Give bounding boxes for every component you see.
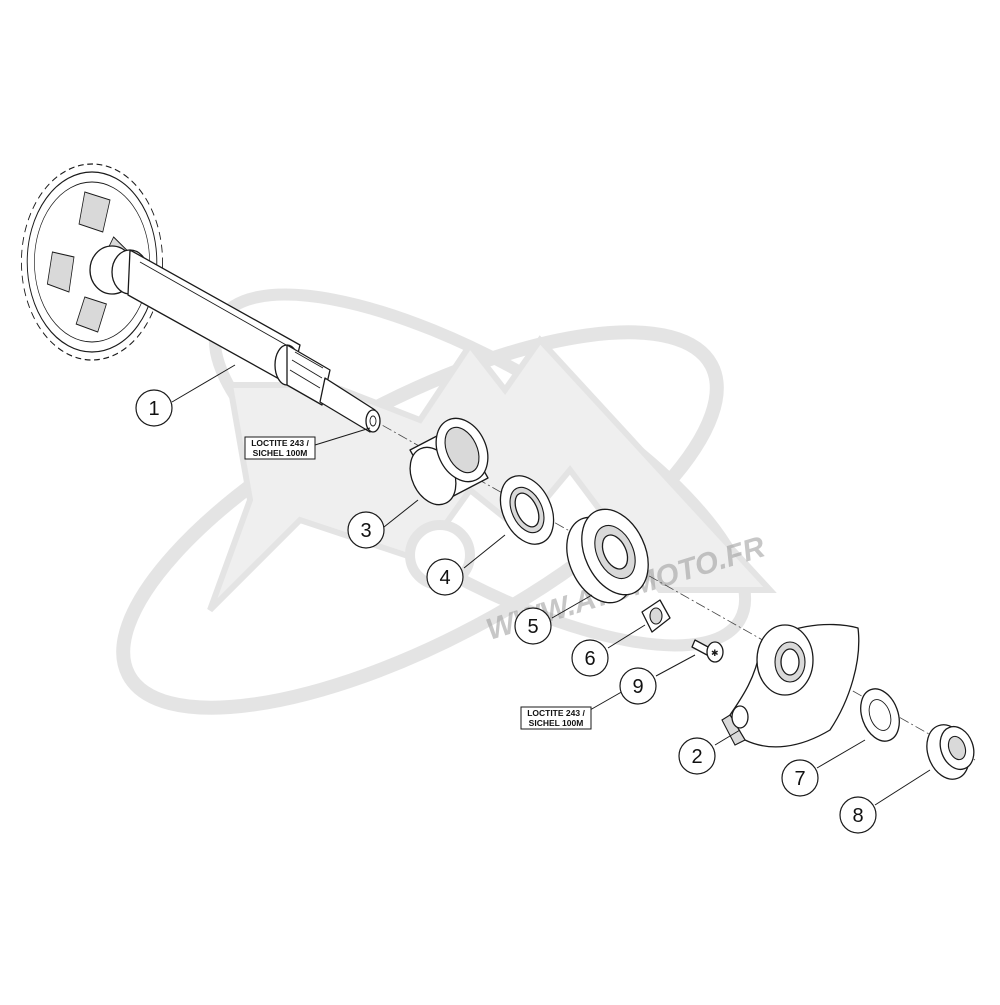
screw-part: ✱ — [691, 639, 724, 663]
svg-text:LOCTITE 243 /: LOCTITE 243 / — [251, 438, 309, 448]
callout-2: 2 — [678, 737, 716, 775]
flange-nut-part — [926, 724, 975, 780]
lock-plate-part — [641, 599, 671, 633]
svg-text:1: 1 — [148, 398, 159, 420]
callout-8: 8 — [839, 796, 877, 834]
seal-ring-part — [499, 475, 555, 545]
loctite-note-screw: LOCTITE 243 / SICHEL 100M — [520, 706, 592, 730]
callout-7: 7 — [781, 759, 819, 797]
svg-text:4: 4 — [439, 567, 450, 589]
callout-3: 3 — [347, 511, 385, 549]
callout-1: 1 — [135, 389, 173, 427]
svg-text:✱: ✱ — [711, 648, 719, 658]
gear-shaft-part — [21, 163, 381, 433]
loctite-note-shaft: LOCTITE 243 / SICHEL 100M — [244, 436, 316, 460]
svg-text:3: 3 — [360, 520, 371, 542]
svg-text:2: 2 — [691, 746, 702, 768]
sleeve-part — [409, 417, 489, 506]
cam-lever-part — [721, 623, 860, 748]
callout-5: 5 — [514, 607, 552, 645]
svg-text:7: 7 — [794, 768, 805, 790]
callout-9: 9 — [619, 667, 657, 705]
svg-text:SICHEL 100M: SICHEL 100M — [529, 718, 584, 728]
callout-6: 6 — [571, 639, 609, 677]
svg-text:SICHEL 100M: SICHEL 100M — [253, 448, 308, 458]
svg-text:9: 9 — [632, 676, 643, 698]
leader-lines — [171, 364, 931, 806]
svg-text:6: 6 — [584, 648, 595, 670]
svg-text:5: 5 — [527, 616, 538, 638]
svg-text:LOCTITE 243 /: LOCTITE 243 / — [527, 708, 585, 718]
bearing-part — [566, 508, 649, 604]
svg-text:8: 8 — [852, 805, 863, 827]
flat-washer-part — [860, 688, 900, 742]
callout-4: 4 — [426, 558, 464, 596]
